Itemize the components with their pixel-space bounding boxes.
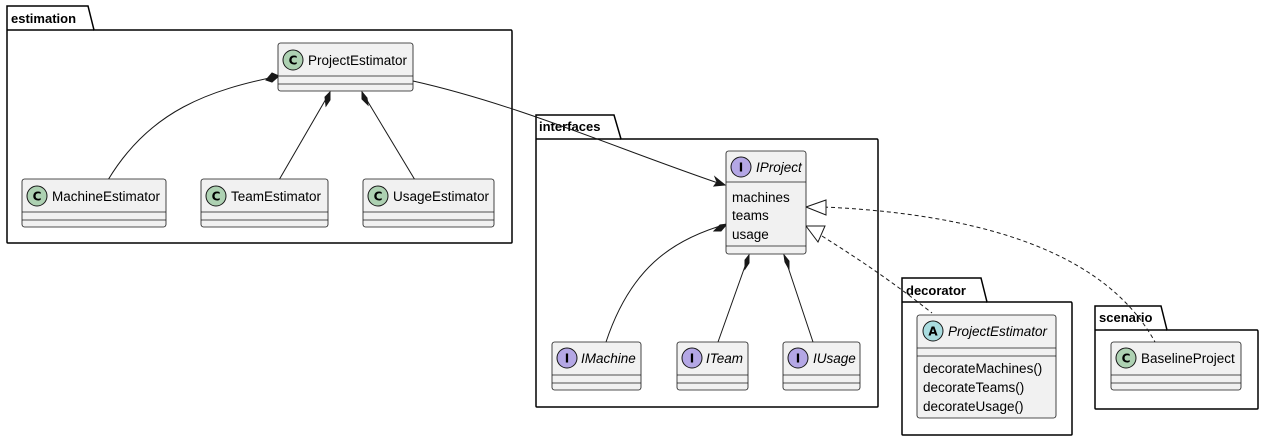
class-name: IProject	[756, 160, 803, 175]
class-name: UsageEstimator	[393, 189, 490, 204]
relation-composition-project-team	[278, 91, 331, 181]
class-name: MachineEstimator	[52, 189, 161, 204]
interface-stereotype-icon	[787, 347, 809, 369]
class-usage-estimator[interactable]: C UsageEstimator	[362, 178, 495, 228]
class-name: IMachine	[581, 351, 636, 366]
composition-diamond	[265, 72, 280, 83]
class-name: ProjectEstimator	[308, 53, 408, 68]
method-decorate-machines: decorateMachines()	[923, 361, 1042, 376]
method-decorate-usage: decorateUsage()	[923, 399, 1024, 414]
composition-diamond	[744, 253, 750, 271]
class-name: TeamEstimator	[231, 189, 322, 204]
interface-stereotype-icon	[556, 347, 578, 369]
package-scenario-label: scenario	[1099, 310, 1153, 325]
class-team-estimator[interactable]: C TeamEstimator	[200, 178, 329, 228]
class-name: IUsage	[813, 351, 856, 366]
relation-composition-iproject-iteam	[717, 254, 750, 343]
interface-iteam[interactable]: I ITeam	[676, 341, 749, 391]
interface-imachine[interactable]: I IMachine	[551, 341, 642, 391]
class-baseline-project[interactable]: C BaselineProject	[1110, 341, 1242, 391]
class-name: ProjectEstimator	[948, 324, 1048, 339]
interface-iproject[interactable]: I IProject machines teams usage	[725, 150, 807, 255]
class-stereotype-icon	[205, 185, 227, 207]
package-interfaces: interfaces	[535, 114, 879, 408]
realization-arrowhead	[805, 225, 826, 243]
package-interfaces-label: interfaces	[539, 119, 600, 134]
relations	[107, 72, 1156, 343]
composition-diamond	[361, 90, 369, 107]
class-stereotype-icon	[1115, 347, 1137, 369]
composition-diamond	[712, 223, 729, 232]
relation-association-project-iproject	[412, 80, 725, 186]
package-scenario: scenario	[1094, 305, 1259, 410]
class-name: ITeam	[706, 351, 743, 366]
package-decorator: decorator	[901, 277, 1073, 436]
method-decorate-teams: decorateTeams()	[923, 380, 1024, 395]
class-machine-estimator[interactable]: C MachineEstimator	[21, 178, 167, 228]
field-machines: machines	[732, 190, 790, 205]
class-stereotype-icon	[26, 185, 48, 207]
field-teams: teams	[732, 208, 769, 223]
composition-diamond	[783, 253, 790, 271]
class-stereotype-glyph: C	[289, 54, 298, 68]
interface-stereotype-icon	[681, 347, 703, 369]
relation-realization-decorator-iproject	[821, 235, 933, 314]
interface-stereotype-glyph: I	[565, 352, 569, 366]
field-usage: usage	[732, 227, 769, 242]
class-stereotype-glyph: C	[212, 190, 221, 204]
relation-composition-iproject-imachine	[605, 223, 728, 343]
class-stereotype-glyph: C	[33, 190, 42, 204]
class-stereotype-icon	[282, 49, 304, 71]
package-estimation: estimation	[6, 5, 513, 244]
interface-stereotype-glyph: I	[739, 161, 743, 175]
package-estimation-label: estimation	[11, 11, 76, 26]
interface-stereotype-glyph: I	[690, 352, 694, 366]
abstract-stereotype-glyph: A	[928, 325, 938, 339]
realization-arrowhead	[804, 199, 827, 216]
association-arrowhead	[712, 175, 727, 187]
relation-composition-project-machine	[107, 75, 280, 181]
interface-stereotype-icon	[730, 156, 752, 178]
interface-iusage[interactable]: I IUsage	[782, 341, 861, 391]
relation-realization-baseline-iproject	[823, 206, 1156, 343]
composition-diamond	[324, 90, 331, 108]
package-decorator-label: decorator	[906, 283, 966, 298]
class-stereotype-icon	[367, 185, 389, 207]
interface-stereotype-glyph: I	[796, 352, 800, 366]
abstract-stereotype-icon	[922, 320, 944, 342]
relation-composition-project-usage	[361, 91, 416, 181]
class-stereotype-glyph: C	[374, 190, 383, 204]
class-project-estimator[interactable]: C ProjectEstimator	[277, 42, 414, 92]
abstract-project-estimator[interactable]: A ProjectEstimator decorateMachines() de…	[916, 314, 1057, 419]
class-name: BaselineProject	[1141, 351, 1235, 366]
class-stereotype-glyph: C	[1122, 352, 1131, 366]
